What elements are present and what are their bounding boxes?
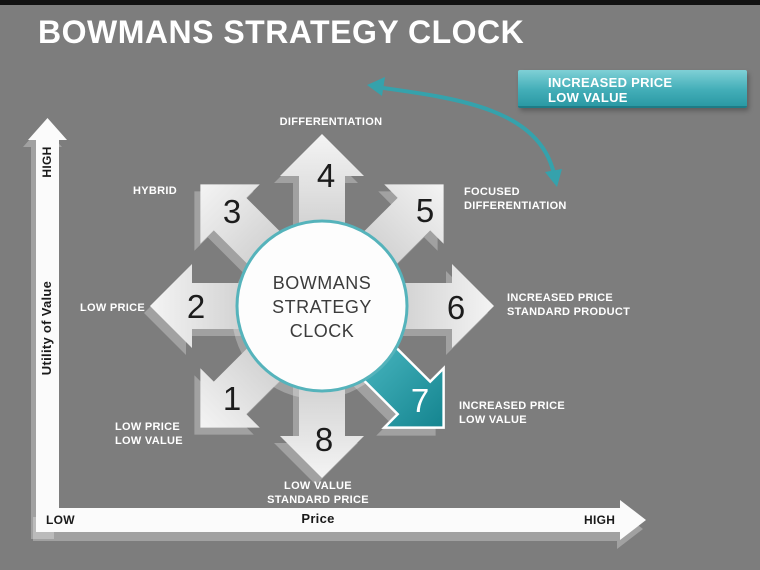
clock-center-circle (235, 219, 409, 393)
label-focused-differentiation: FOCUSED DIFFERENTIATION (464, 186, 567, 212)
label-low-price-low-value: LOW PRICE LOW VALUE (115, 421, 183, 447)
clock-number-3: 3 (223, 193, 241, 230)
curved-arrowhead-left (367, 77, 385, 96)
label-differentiation: DIFFERENTIATION (279, 116, 383, 128)
y-axis-high-label: HIGH (40, 146, 54, 178)
label-increased-price-low-value: INCREASED PRICE LOW VALUE (459, 400, 565, 426)
y-axis-bar (28, 118, 67, 532)
label-low-price: LOW PRICE (79, 302, 145, 314)
callout-box: INCREASED PRICE LOW VALUE (518, 70, 747, 108)
clock-number-6: 6 (447, 289, 465, 326)
callout-line1: INCREASED PRICE (548, 75, 673, 90)
center-line3: CLOCK (289, 321, 355, 341)
center-line2: STRATEGY (272, 297, 372, 317)
x-axis-bar (36, 500, 646, 540)
clock-number-1: 1 (223, 380, 241, 417)
x-axis-low-label: LOW (46, 513, 75, 527)
callout-line2: LOW VALUE (548, 90, 628, 105)
clock-number-8: 8 (315, 421, 333, 458)
center-line1: BOWMANS (272, 273, 372, 293)
x-axis-high-label: HIGH (584, 513, 616, 527)
label-hybrid: HYBRID (133, 185, 177, 197)
clock-number-5: 5 (416, 192, 434, 229)
clock-number-2: 2 (187, 288, 205, 325)
x-axis-title: Price (301, 511, 335, 526)
label-low-value-standard-price: LOW VALUE STANDARD PRICE (267, 480, 369, 506)
curved-arrowhead-right (545, 169, 562, 187)
clock-number-7: 7 (411, 382, 429, 419)
clock-center-title: BOWMANS STRATEGY CLOCK (242, 271, 402, 343)
slide-title: BOWMANS STRATEGY CLOCK (38, 14, 525, 50)
clock-number-4: 4 (317, 157, 335, 194)
y-axis-title: Utility of Value (39, 280, 54, 376)
label-increased-price-standard-product: INCREASED PRICE STANDARD PRODUCT (507, 292, 631, 318)
top-border-strip (0, 0, 760, 5)
curved-connector-arrow (367, 77, 562, 187)
